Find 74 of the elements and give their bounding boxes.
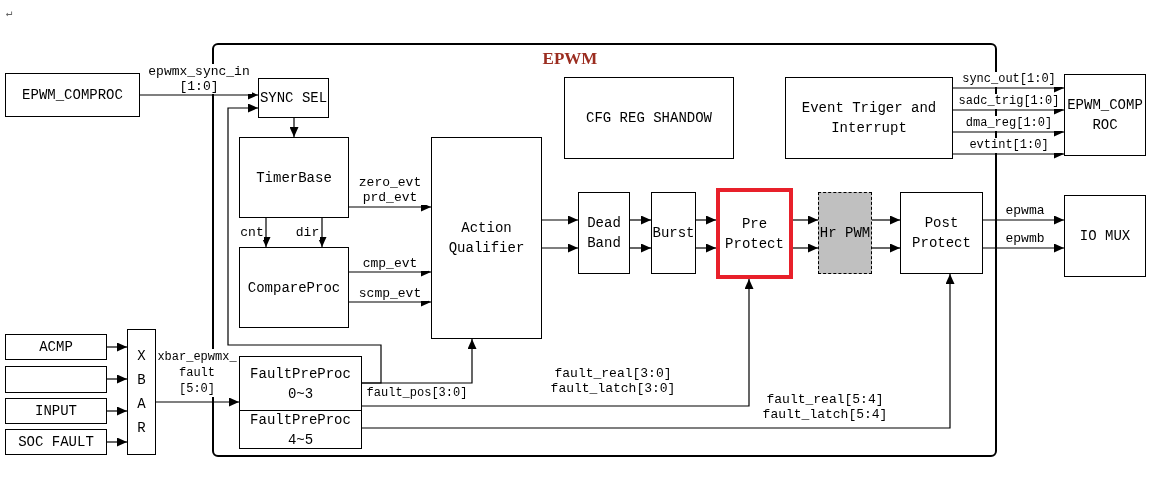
arrow <box>871 215 901 225</box>
block-label: SOC FAULT <box>18 433 94 452</box>
block-box <box>651 192 696 274</box>
arrow <box>982 215 1065 225</box>
block-label: ACMP <box>39 338 73 357</box>
block-label: FaultPreProc 0~3 <box>249 364 352 404</box>
arrow <box>792 243 819 253</box>
arrow <box>289 117 299 138</box>
block-label: FaultPreProc 4~5 <box>249 410 352 450</box>
edge-label: sadc_trig[1:0] <box>956 94 1062 109</box>
block-label: CompareProc <box>247 278 341 298</box>
block-label: Burst <box>652 224 695 243</box>
block-box <box>239 356 362 411</box>
edge-label: cnt <box>240 225 264 240</box>
block-box <box>1064 74 1146 156</box>
block-label: IO MUX <box>1079 227 1131 246</box>
edge-label: dir <box>295 225 320 240</box>
arrow <box>317 217 327 248</box>
arrow <box>106 437 128 447</box>
arrow <box>982 243 1065 253</box>
block-label: Action Qualifier <box>447 219 526 258</box>
crossbar-box <box>127 329 156 455</box>
arrow <box>106 406 128 416</box>
block-box <box>578 192 630 274</box>
block-box <box>900 192 983 274</box>
arrow <box>361 338 477 384</box>
block-box <box>239 137 349 218</box>
edge-label: epwmx_sync_in [1:0] <box>146 64 252 94</box>
block-box <box>5 73 140 117</box>
arrow <box>261 217 271 248</box>
arrow <box>361 278 754 407</box>
block-label: CFG REG SHANDOW <box>586 109 712 128</box>
block-label: EPWM_COMPROC <box>22 86 123 105</box>
block-box <box>5 398 107 424</box>
arrow <box>155 397 240 407</box>
arrow <box>629 215 652 225</box>
block-label: SYNC SEL <box>259 89 328 108</box>
dashed-block-box <box>818 192 872 274</box>
block-label: Hr PWM <box>819 224 871 243</box>
arrow <box>792 215 819 225</box>
arrow <box>629 243 652 253</box>
block-box <box>564 77 734 159</box>
arrow <box>361 273 955 429</box>
block-label: Pre Protect <box>724 214 785 254</box>
block-label: EPWM_COMPROC <box>1066 96 1144 135</box>
block-label: TimerBase <box>256 168 332 188</box>
block-label: INPUT <box>35 402 77 421</box>
arrow <box>139 90 259 100</box>
arrow <box>106 374 128 384</box>
block-label: Dead Band <box>586 214 622 253</box>
arrow <box>227 103 382 384</box>
block-label: XBAR <box>136 347 147 438</box>
block-box <box>431 137 542 339</box>
arrow <box>871 243 901 253</box>
block-box <box>258 78 329 118</box>
arrow <box>541 215 579 225</box>
arrow <box>695 243 717 253</box>
blank-box <box>5 366 107 393</box>
block-box <box>5 334 107 360</box>
module-title: EPWM <box>542 49 598 69</box>
edge-label: fault_pos[3:0] <box>365 386 469 401</box>
block-box <box>239 410 362 449</box>
edge-label: xbar_epwmx_ fault [5:0] <box>157 349 237 397</box>
block-label: Event Triger and Interrupt <box>800 99 938 138</box>
block-box <box>785 77 953 159</box>
arrow <box>106 342 128 352</box>
paragraph-mark: ↵ <box>6 6 13 19</box>
block-box <box>1064 195 1146 277</box>
block-label: Post Protect <box>911 214 972 253</box>
arrow <box>541 243 579 253</box>
arrow <box>695 215 717 225</box>
block-box <box>5 429 107 455</box>
highlighted-block-box <box>716 188 793 279</box>
block-box <box>239 247 349 328</box>
